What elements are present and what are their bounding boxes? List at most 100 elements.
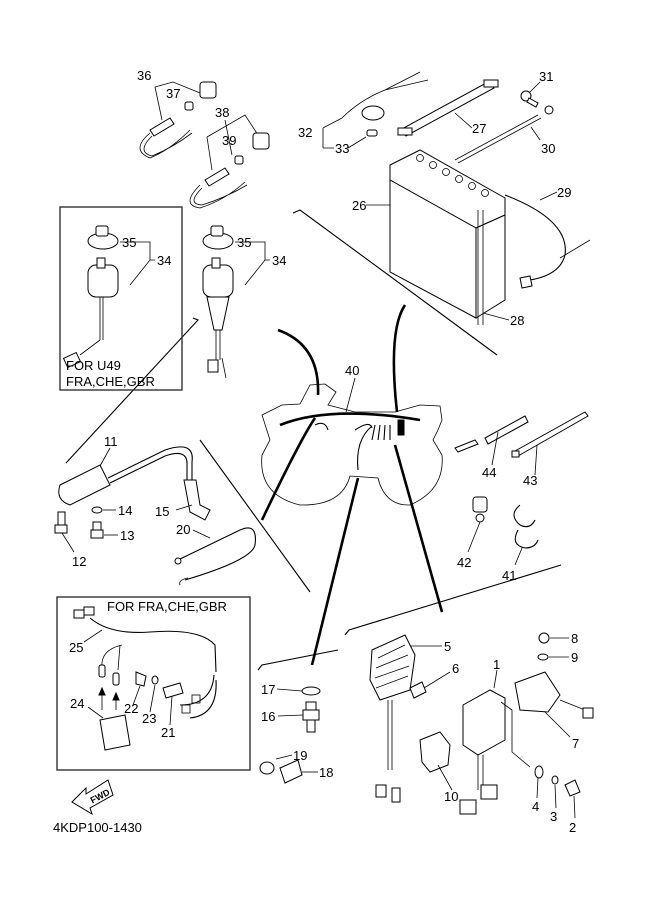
callout-28: 28 <box>510 313 524 328</box>
screw-6 <box>409 671 451 699</box>
nut-8 <box>538 632 569 644</box>
divider-coil <box>199 439 311 593</box>
washer-9 <box>537 653 569 661</box>
fuse-33 <box>366 129 378 137</box>
wire-harness <box>279 412 421 427</box>
leader-coil <box>260 417 317 521</box>
callout-8: 8 <box>571 631 578 646</box>
divider-battery <box>292 209 498 356</box>
horn-7 <box>514 671 594 738</box>
callout-12: 12 <box>72 554 86 569</box>
variant-box-neutral-switch <box>56 596 251 771</box>
cap-37 <box>184 101 194 111</box>
callout-10: 10 <box>444 789 458 804</box>
callout-13: 13 <box>120 528 134 543</box>
cable-tie-43 <box>511 411 589 476</box>
gasket-17 <box>276 686 321 696</box>
sensor-38-assembly <box>189 114 270 209</box>
drawing-code: 4KDP100-1430 <box>53 820 142 835</box>
callout-6: 6 <box>452 661 459 676</box>
variant-box-line2: FRA,CHE,GBR <box>66 374 155 389</box>
callout-4: 4 <box>532 799 539 814</box>
fwd-arrow-icon: FWD <box>71 779 114 816</box>
bolt-30 <box>454 105 554 164</box>
callout-26: 26 <box>352 198 366 213</box>
callout-9: 9 <box>571 650 578 665</box>
neutral-switch-lead-25 <box>73 606 217 719</box>
callout-30: 30 <box>541 141 555 156</box>
screw-21 <box>162 682 184 699</box>
sensor-36-assembly <box>139 81 217 159</box>
neutral-switch-24 <box>99 714 131 751</box>
callout-22: 22 <box>124 701 138 716</box>
callout-20: 20 <box>176 522 190 537</box>
leader-sensors <box>310 477 360 666</box>
clamp-41 <box>513 504 539 566</box>
callout-29: 29 <box>557 185 571 200</box>
callout-41: 41 <box>502 568 516 583</box>
battery-26 <box>366 149 506 319</box>
cdi-unit-1 <box>459 669 531 815</box>
callout-16: 16 <box>261 709 275 724</box>
cap-39 <box>234 155 244 165</box>
divider-sensors <box>257 649 339 671</box>
leader-battery <box>392 304 407 413</box>
divider-switch <box>65 317 199 464</box>
elbow-boot-36 <box>199 81 217 99</box>
leader-cdi <box>393 444 444 613</box>
callout-33: 33 <box>335 141 349 156</box>
callout-1: 1 <box>493 657 500 672</box>
variant-box-main-switch <box>59 206 183 391</box>
main-switch-standard <box>202 225 270 379</box>
thermo-switch-18 <box>279 759 318 784</box>
divider-cdi <box>344 564 562 636</box>
battery-breather-28 <box>477 210 510 325</box>
variant-box-line1: FOR U49 <box>66 358 121 373</box>
callout-35a: 35 <box>122 235 136 250</box>
zone-dividers <box>65 209 562 671</box>
lock-washer-3 <box>551 775 559 809</box>
neutral-switch-parts <box>87 664 201 751</box>
washer-23 <box>151 675 159 685</box>
washer-14 <box>91 506 116 514</box>
callout-23: 23 <box>142 711 156 726</box>
relay-10 <box>419 731 453 791</box>
callout-38: 38 <box>215 105 229 120</box>
band-44 <box>454 415 529 466</box>
callout-34b: 34 <box>272 253 286 268</box>
callout-11: 11 <box>104 434 118 449</box>
bolt-13 <box>90 521 118 539</box>
callout-34a: 34 <box>157 253 171 268</box>
starter-relay-32 <box>361 105 385 121</box>
ignition-coil-11 <box>58 446 193 506</box>
rectifier-5 <box>369 634 442 803</box>
elbow-boot-38 <box>252 132 270 150</box>
callout-42: 42 <box>457 555 471 570</box>
battery-cable-29 <box>504 191 591 289</box>
leader-switch <box>277 328 320 396</box>
gasket-19 <box>259 754 293 775</box>
battery-band-27 <box>397 79 499 137</box>
variant-box-neutral-label: FOR FRA,CHE,GBR <box>107 599 227 614</box>
callout-17: 17 <box>261 682 275 697</box>
callout-2: 2 <box>569 820 576 835</box>
callout-37: 37 <box>166 86 180 101</box>
clip-42 <box>467 496 488 553</box>
vehicle-outline <box>261 383 443 506</box>
callout-31: 31 <box>539 69 553 84</box>
callout-43: 43 <box>523 473 537 488</box>
callout-27: 27 <box>472 121 486 136</box>
plate-22 <box>135 671 147 687</box>
sender-16 <box>277 701 320 733</box>
callout-25: 25 <box>69 640 83 655</box>
bolt-31 <box>520 81 541 108</box>
callout-14: 14 <box>118 503 132 518</box>
callout-19: 19 <box>293 748 307 763</box>
bolt-12 <box>54 511 75 553</box>
callout-24: 24 <box>70 696 84 711</box>
washer-4 <box>534 765 544 799</box>
callout-40: 40 <box>345 363 359 378</box>
callout-39: 39 <box>222 133 236 148</box>
callout-3: 3 <box>550 809 557 824</box>
